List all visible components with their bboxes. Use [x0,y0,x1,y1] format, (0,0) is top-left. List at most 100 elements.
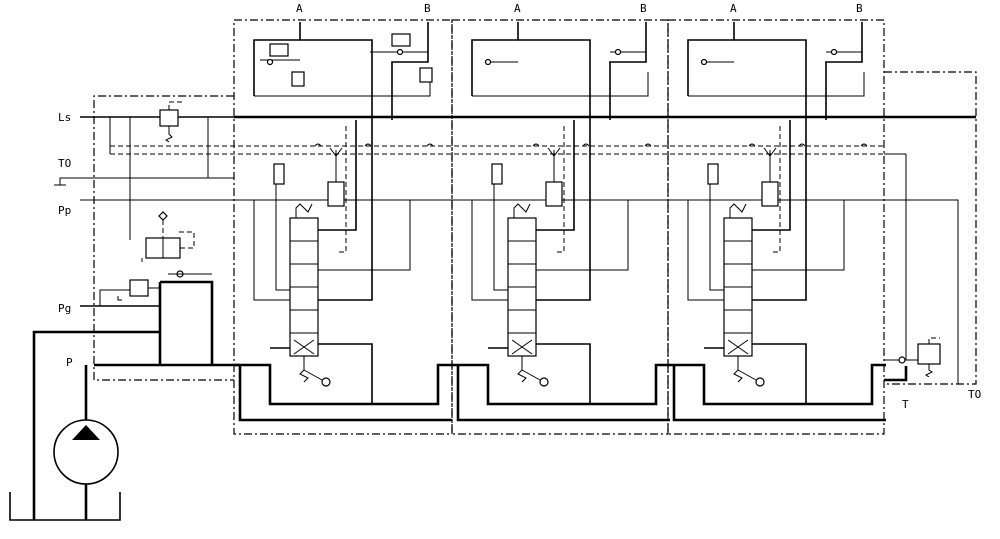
pump-arrow-icon [72,425,100,440]
work-port-passage-a [318,120,357,231]
outlet-module [884,337,941,382]
compensator-cartridge-icon [545,181,563,207]
work-section-3 [668,22,886,422]
port-b-line [609,22,647,120]
pressure-loop [668,363,886,406]
pressure-loop [452,363,670,406]
port-b-line [391,22,429,120]
gallery-jumper-1 [364,143,372,147]
port-a-feed [518,39,591,150]
gallery-jumper-2 [644,143,652,147]
ls-shuttle-icon [273,163,285,185]
section-1-a-label: A [296,2,303,15]
pp-return [752,200,845,271]
tap-point-a [266,58,274,66]
pilot-relief-icon [129,279,149,297]
spool-spring [299,356,309,383]
pp-branch [253,200,290,301]
ls-shuttle-icon [491,163,503,185]
compensator-arrow-icon [547,147,561,157]
port-to-right-label: TO [968,388,981,401]
spool-solenoid-spring [295,203,313,218]
check-valve-icon [291,71,305,87]
port-a-feed [734,39,807,150]
ls-passage [275,184,290,291]
gallery-jumper-2 [426,143,434,147]
tap-point-b [830,48,838,56]
spool-lever-knob-icon [539,377,549,387]
shock-valve-b-icon [391,33,411,47]
work-port-passage-b [536,150,591,301]
spool-to-tank [752,343,807,404]
spool-spring [517,356,527,383]
ls-passage [493,184,508,291]
compensator-cartridge-icon [761,181,779,207]
spool-solenoid-spring [513,203,531,218]
outlet-relief-valve-icon [917,343,941,365]
port-a-line [687,22,735,96]
work-port-passage-a [752,120,791,231]
ls-passage [709,184,724,291]
shock-valve-a-icon [269,43,289,57]
tap-point-b [396,48,404,56]
section-upper-bridge [688,72,865,97]
spool-spring [733,356,743,383]
spool-lever-knob-icon [321,377,331,387]
spool-lever [521,369,541,381]
section-3-b-label: B [856,2,863,15]
tap-point-a [484,58,492,66]
spool-lever [737,369,757,381]
gallery-jumper-1 [582,143,590,147]
section-upper-bridge [254,72,431,97]
pilot-dash-passage [554,126,565,253]
work-sections [234,22,886,422]
outlet-module-housing [884,71,977,385]
port-t-label: T [902,398,909,411]
port-a-line [471,22,519,96]
spool-lever [303,369,323,381]
relief-valve-icon [159,109,179,127]
port-b-line [825,22,863,120]
port-p-label: P [66,356,73,369]
tap-point-b [614,48,622,56]
section-2-b-label: B [640,2,647,15]
section-2-a-label: A [514,2,521,15]
spool-cross-arrows [293,339,315,355]
gallery-jumper-0 [532,143,540,147]
port-a-feed [300,39,373,150]
tap-point-a [700,58,708,66]
section-3-housing [667,19,885,435]
pressure-loop [234,363,452,406]
spool-lever-knob-icon [755,377,765,387]
spool-solenoid-spring [729,203,747,218]
gallery-jumper-2 [860,143,868,147]
inlet-module [99,101,212,306]
tank-loop [456,365,670,422]
section-upper-bridge [472,72,649,97]
tank-icon [9,492,121,521]
work-port-passage-b [318,150,373,301]
left-port-lines [54,116,234,307]
pump-and-tank [9,280,240,521]
gallery-jumper-0 [314,143,322,147]
ls-shuttle-icon [707,163,719,185]
pressure-line [32,330,160,520]
compensator-cartridge-icon [327,181,345,207]
port-to-left-label: TO [58,157,71,170]
pp-return [536,200,629,271]
gallery-jumper-0 [748,143,756,147]
tank-loop [238,365,452,422]
pp-branch [687,200,724,301]
spool-to-tank [318,343,373,404]
spool-cross-arrows [727,339,749,355]
section-3-a-label: A [730,2,737,15]
work-section-2 [452,22,670,422]
port-pg-label: Pg [58,302,71,315]
pp-branch [471,200,508,301]
outlet-check-valve-icon [898,356,906,364]
pilot-dash-passage [770,126,781,253]
inlet-module-housing [93,95,234,381]
port-pp-label: Pp [58,204,71,217]
